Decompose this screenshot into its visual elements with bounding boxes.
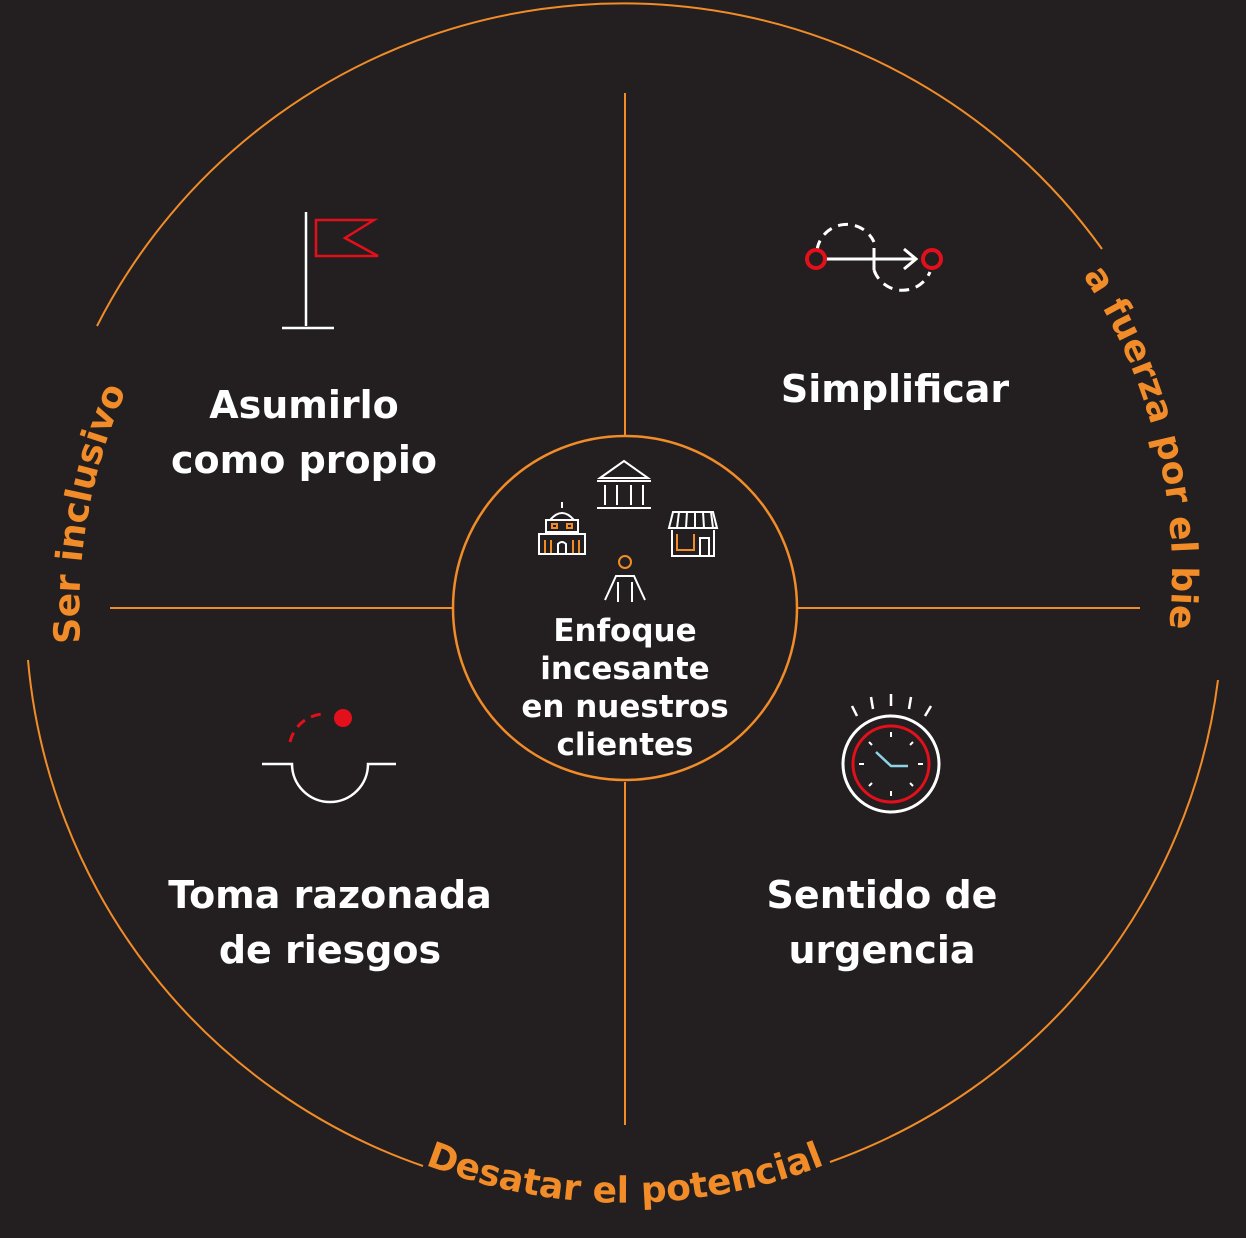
quadrant-dividers <box>110 93 1140 1125</box>
center-label-line-2: incesante <box>540 651 709 687</box>
person-icon <box>604 555 646 602</box>
storefront-icon <box>667 511 719 557</box>
flag-icon <box>282 212 379 330</box>
center-label-line-4: clientes <box>556 727 693 763</box>
quadrant-label-top-left-line-1: Asumirlo <box>209 383 399 427</box>
quadrant-label-bottom-right-line-2: urgencia <box>788 928 975 972</box>
simplify-path-icon <box>805 222 943 292</box>
quadrant-label-bottom-left-line-1: Toma razonada <box>168 873 492 917</box>
ring-label-right: La fuerza por el bien <box>0 0 1204 631</box>
outer-ring <box>27 2 1219 1167</box>
outer-ring-left <box>27 659 424 1167</box>
stopwatch-icon <box>841 694 941 814</box>
museum-building-icon <box>538 502 586 555</box>
quadrant-label-bottom-right-line-1: Sentido de <box>767 873 998 917</box>
center-label-line-1: Enfoque <box>553 613 696 649</box>
ring-label-left: Ser inclusivo <box>47 378 134 645</box>
center-label: Enfoque incesante en nuestros clientes <box>521 613 728 763</box>
outer-ring-bottom <box>829 679 1219 1163</box>
outer-ring-top <box>96 2 1103 327</box>
quadrant-label-top-left-line-2: como propio <box>171 438 437 482</box>
center-label-line-3: en nuestros <box>521 689 728 725</box>
quadrant-label-top-right-line-1: Simplificar <box>781 367 1010 411</box>
ring-label-left-text: Ser inclusivo <box>47 378 134 645</box>
bank-building-icon <box>596 459 652 509</box>
ring-label-bottom: Desatar el potencial <box>422 1135 828 1212</box>
ring-label-bottom-text: Desatar el potencial <box>422 1135 828 1212</box>
quadrant-label-bottom-left-line-2: de riesgos <box>219 928 441 972</box>
ring-label-right-text: La fuerza por el bien <box>0 0 1204 631</box>
center-circle <box>451 434 799 782</box>
risk-arc-icon <box>262 709 396 804</box>
